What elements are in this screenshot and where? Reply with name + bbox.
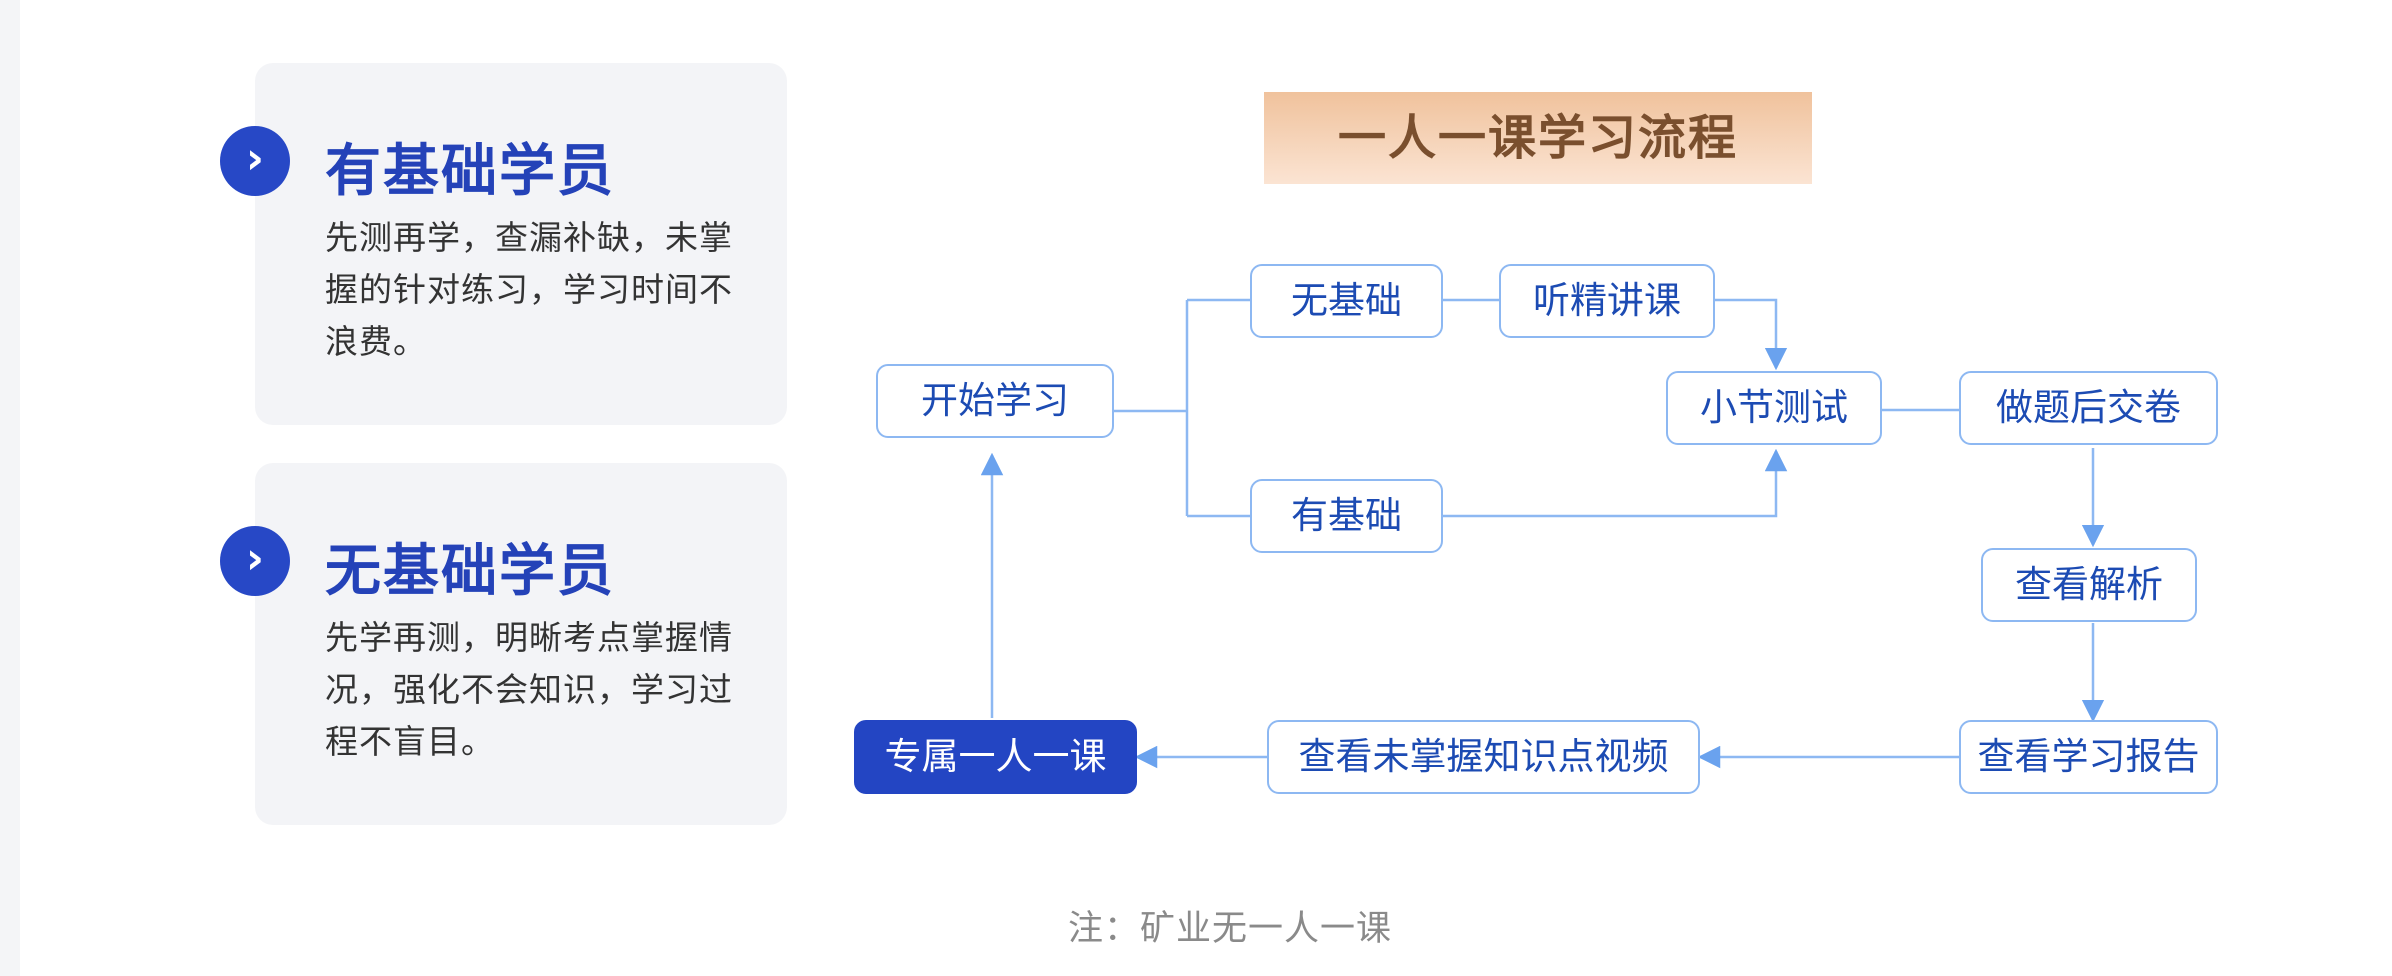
footnote: 注：矿业无一人一课 xyxy=(1067,909,1392,949)
node-has-basis: 有基础 xyxy=(1250,479,1443,553)
chevron-right-icon: › xyxy=(220,526,290,596)
node-lecture: 听精讲课 xyxy=(1499,264,1715,338)
node-no-basis: 无基础 xyxy=(1250,264,1443,338)
node-analysis: 查看解析 xyxy=(1981,548,2197,622)
card-has-basis xyxy=(255,63,787,425)
connector-lecture-quiz xyxy=(1714,298,1788,371)
node-learning-report: 查看学习报告 xyxy=(1959,720,2218,794)
node-exclusive-course: 专属一人一课 xyxy=(854,720,1137,794)
node-start-learning: 开始学习 xyxy=(876,364,1114,438)
card-title-has-basis: 有基础学员 xyxy=(325,139,615,204)
chevron-right-icon: › xyxy=(220,126,290,196)
flow-title: 一人一课学习流程 xyxy=(1264,92,1812,184)
node-section-quiz: 小节测试 xyxy=(1666,371,1882,445)
card-desc-has-basis: 先测再学，查漏补缺，未掌握的针对练习，学习时间不浪费。 xyxy=(325,218,733,361)
card-no-basis xyxy=(255,463,787,825)
card-title-no-basis: 无基础学员 xyxy=(325,539,615,604)
node-unmastered-video: 查看未掌握知识点视频 xyxy=(1267,720,1700,794)
card-desc-no-basis: 先学再测，明晰考点掌握情况，强化不会知识，学习过程不盲目。 xyxy=(325,618,733,761)
node-submit: 做题后交卷 xyxy=(1959,371,2218,445)
connector-has-basis-quiz xyxy=(1442,448,1788,518)
